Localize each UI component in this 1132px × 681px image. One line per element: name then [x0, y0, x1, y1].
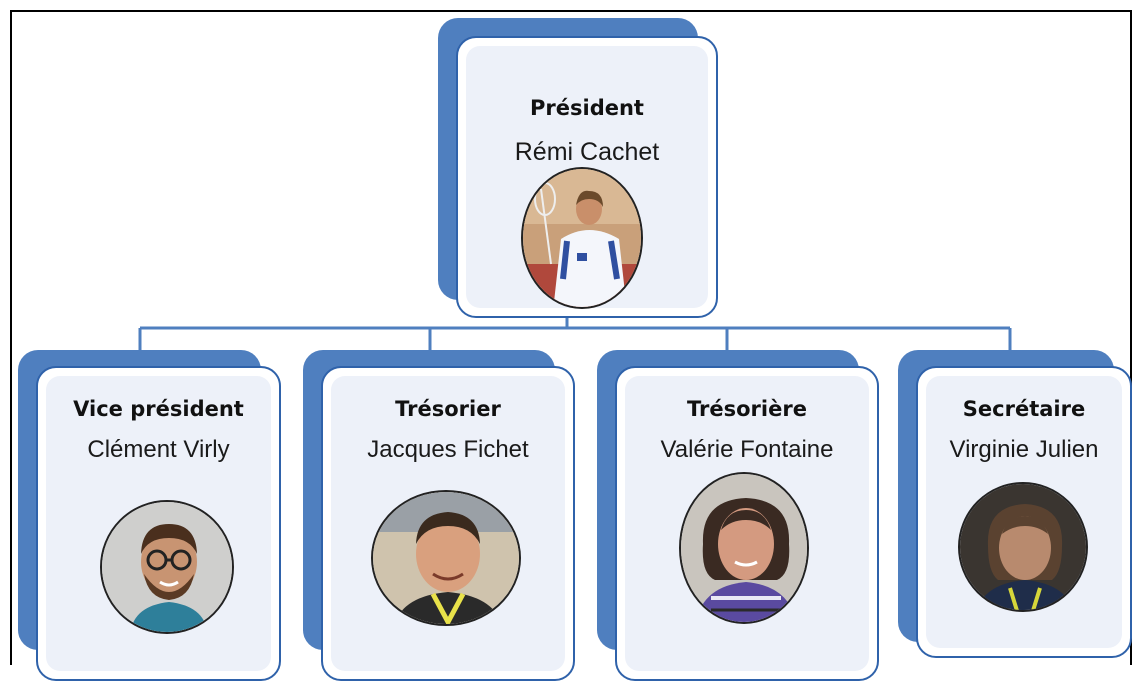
card-tresorier: Trésorier Jacques Fichet: [303, 350, 575, 681]
avatar-president: [521, 167, 643, 309]
card-secretaire: Secrétaire Virginie Julien: [898, 350, 1132, 665]
role-label: Vice président: [73, 397, 244, 421]
person-name: Valérie Fontaine: [660, 436, 834, 463]
role-label: Trésorière: [687, 397, 807, 421]
avatar-vice-president: [100, 500, 234, 634]
role-label: Trésorier: [395, 397, 501, 421]
person-name: Clément Virly: [87, 436, 230, 463]
person-name: Virginie Julien: [949, 436, 1099, 463]
role-label: Secrétaire: [962, 397, 1086, 421]
card-vice-president: Vice président Clément Virly: [18, 350, 281, 681]
avatar-tresorier: [371, 490, 521, 626]
avatar-tresoriere: [679, 472, 809, 624]
card-tresoriere: Trésorière Valérie Fontaine: [597, 350, 879, 681]
person-name: Rémi Cachet: [514, 138, 660, 166]
card-president: Président Rémi Cachet: [438, 18, 718, 318]
role-label: Président: [530, 96, 644, 120]
person-name: Jacques Fichet: [367, 436, 529, 463]
chart-frame: [10, 10, 1132, 665]
avatar-secretaire: [958, 482, 1088, 612]
